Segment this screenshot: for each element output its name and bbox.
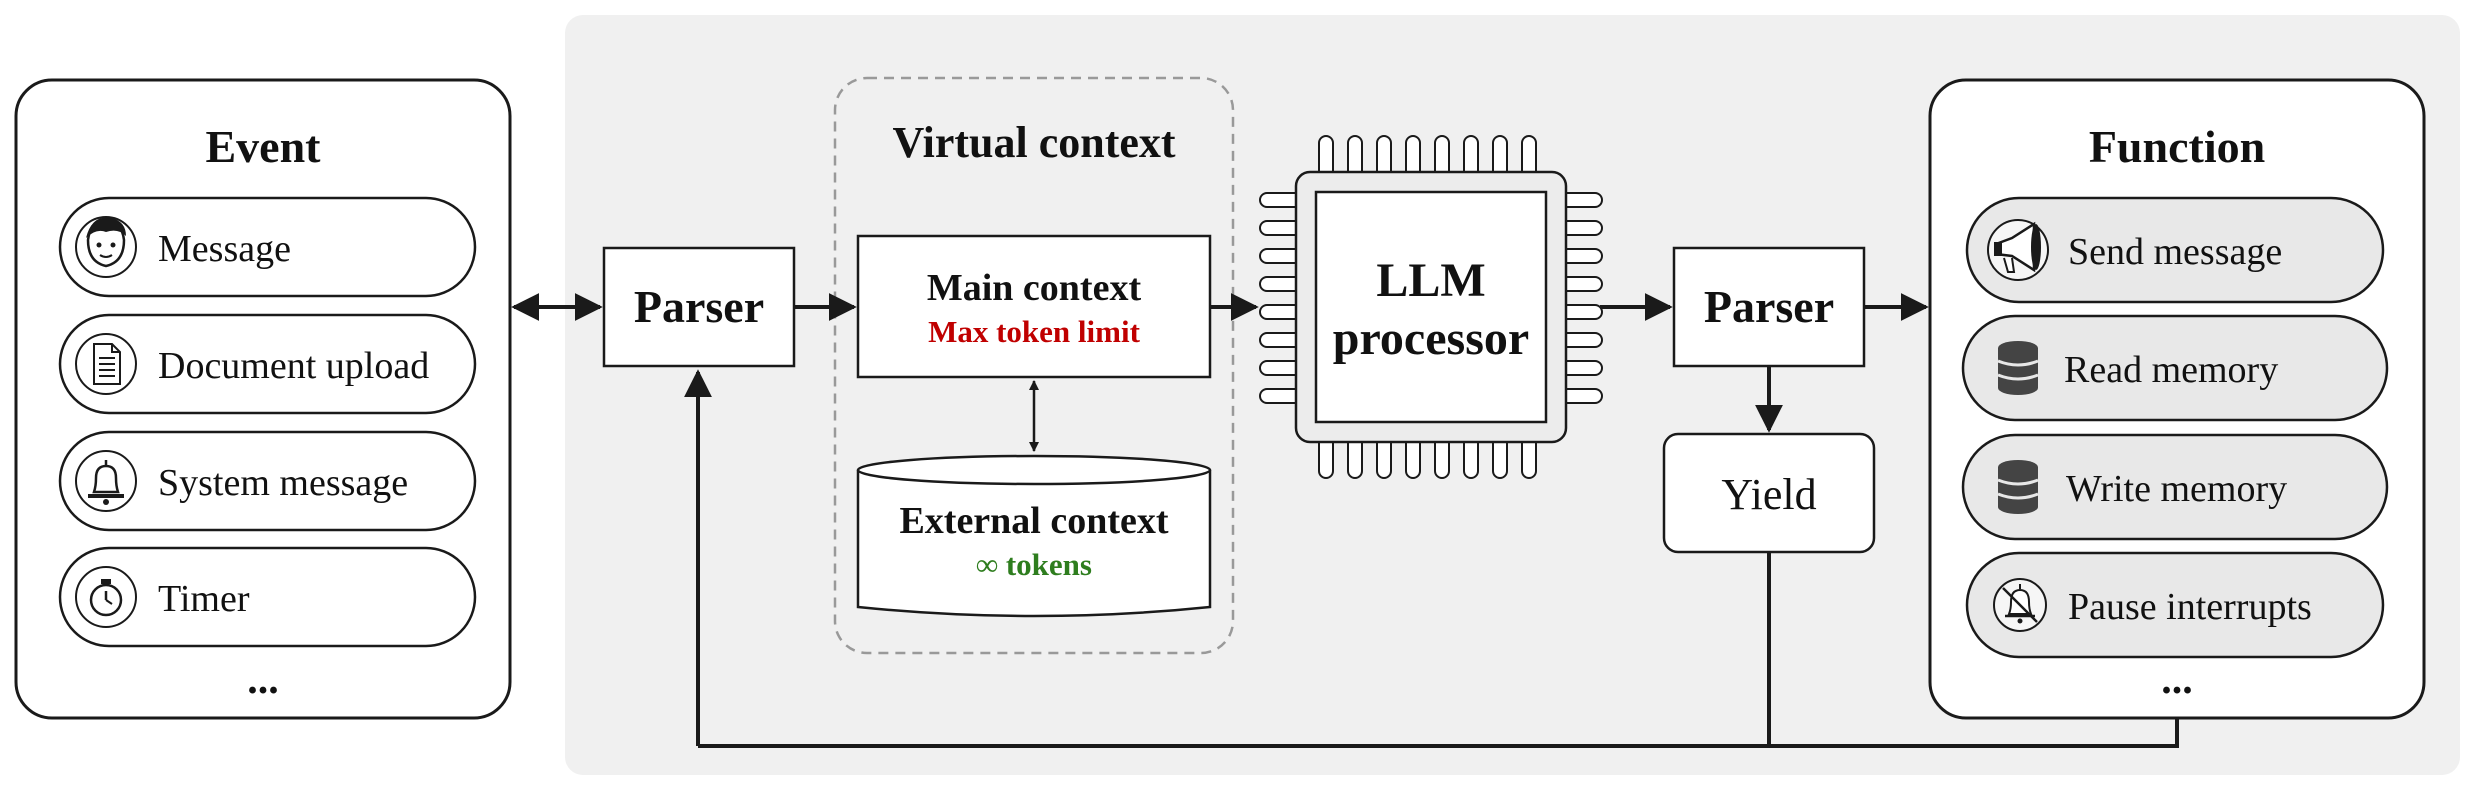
function-panel: Function Send message Read memory (1928, 78, 2426, 720)
llm-processor-chip: LLM processor (1259, 135, 1603, 479)
main-context-title: Main context (927, 267, 1142, 309)
function-item-pause-interrupts: Pause interrupts (1965, 551, 2385, 659)
event-item-message: Message (58, 196, 477, 298)
parser-right: Parser (1672, 246, 1866, 368)
max-token-limit-label: Max token limit (928, 314, 1140, 349)
event-item-label: Timer (158, 578, 250, 620)
face-icon (86, 217, 126, 268)
event-panel: Event Message (14, 78, 512, 720)
function-item-label: Send message (2068, 231, 2282, 273)
virtual-context-group: Virtual context Main context Max token l… (833, 76, 1235, 655)
event-item-label: System message (158, 462, 408, 504)
llm-line2: processor (1333, 312, 1529, 365)
virtual-context-title: Virtual context (892, 118, 1175, 167)
event-item-system-message: System message (58, 430, 477, 532)
function-item-label: Write memory (2066, 468, 2287, 510)
parser-right-label: Parser (1704, 281, 1834, 332)
infinite-tokens-label: ∞ tokens (976, 547, 1092, 582)
parser-left-label: Parser (634, 281, 764, 332)
bell-off-icon (2002, 584, 2038, 624)
parser-left: Parser (602, 246, 796, 368)
external-context-title: External context (899, 500, 1168, 542)
main-context-box: Main context Max token limit (856, 234, 1212, 379)
llm-line1: LLM (1376, 254, 1485, 307)
event-ellipsis: ... (247, 657, 279, 703)
event-item-document-upload: Document upload (58, 313, 477, 415)
database-icon (1997, 460, 2039, 514)
function-title: Function (2089, 121, 2265, 172)
yield-label: Yield (1721, 470, 1816, 519)
event-item-timer: Timer (58, 546, 477, 648)
database-icon (1997, 341, 2039, 395)
function-item-label: Read memory (2064, 349, 2278, 391)
external-context-box: External context ∞ tokens (856, 454, 1212, 618)
feedback-loop (684, 369, 2179, 748)
event-item-label: Message (158, 228, 291, 270)
yield-box: Yield (1662, 432, 1876, 554)
bell-icon (88, 460, 124, 505)
megaphone-icon (1994, 221, 2041, 273)
function-item-label: Pause interrupts (2068, 586, 2312, 628)
function-item-write-memory: Write memory (1961, 433, 2389, 541)
function-item-read-memory: Read memory (1961, 314, 2389, 422)
function-ellipsis: ... (2161, 657, 2193, 703)
function-item-send-message: Send message (1965, 196, 2385, 304)
stopwatch-icon (89, 579, 123, 617)
event-item-label: Document upload (158, 345, 429, 387)
document-icon (93, 343, 121, 385)
event-title: Event (206, 121, 322, 172)
